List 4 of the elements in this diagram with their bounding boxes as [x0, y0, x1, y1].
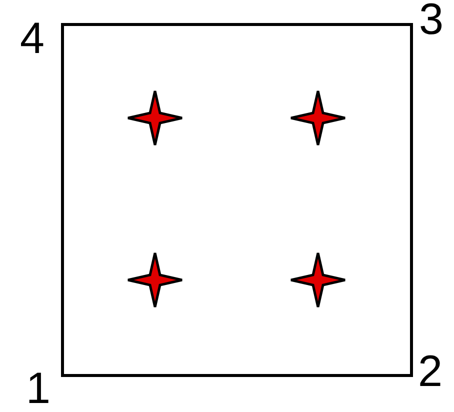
corner-number: 3: [419, 0, 444, 42]
corner-number: 2: [418, 350, 442, 394]
corner-number: 4: [20, 17, 44, 61]
corner-number: 1: [26, 367, 50, 411]
